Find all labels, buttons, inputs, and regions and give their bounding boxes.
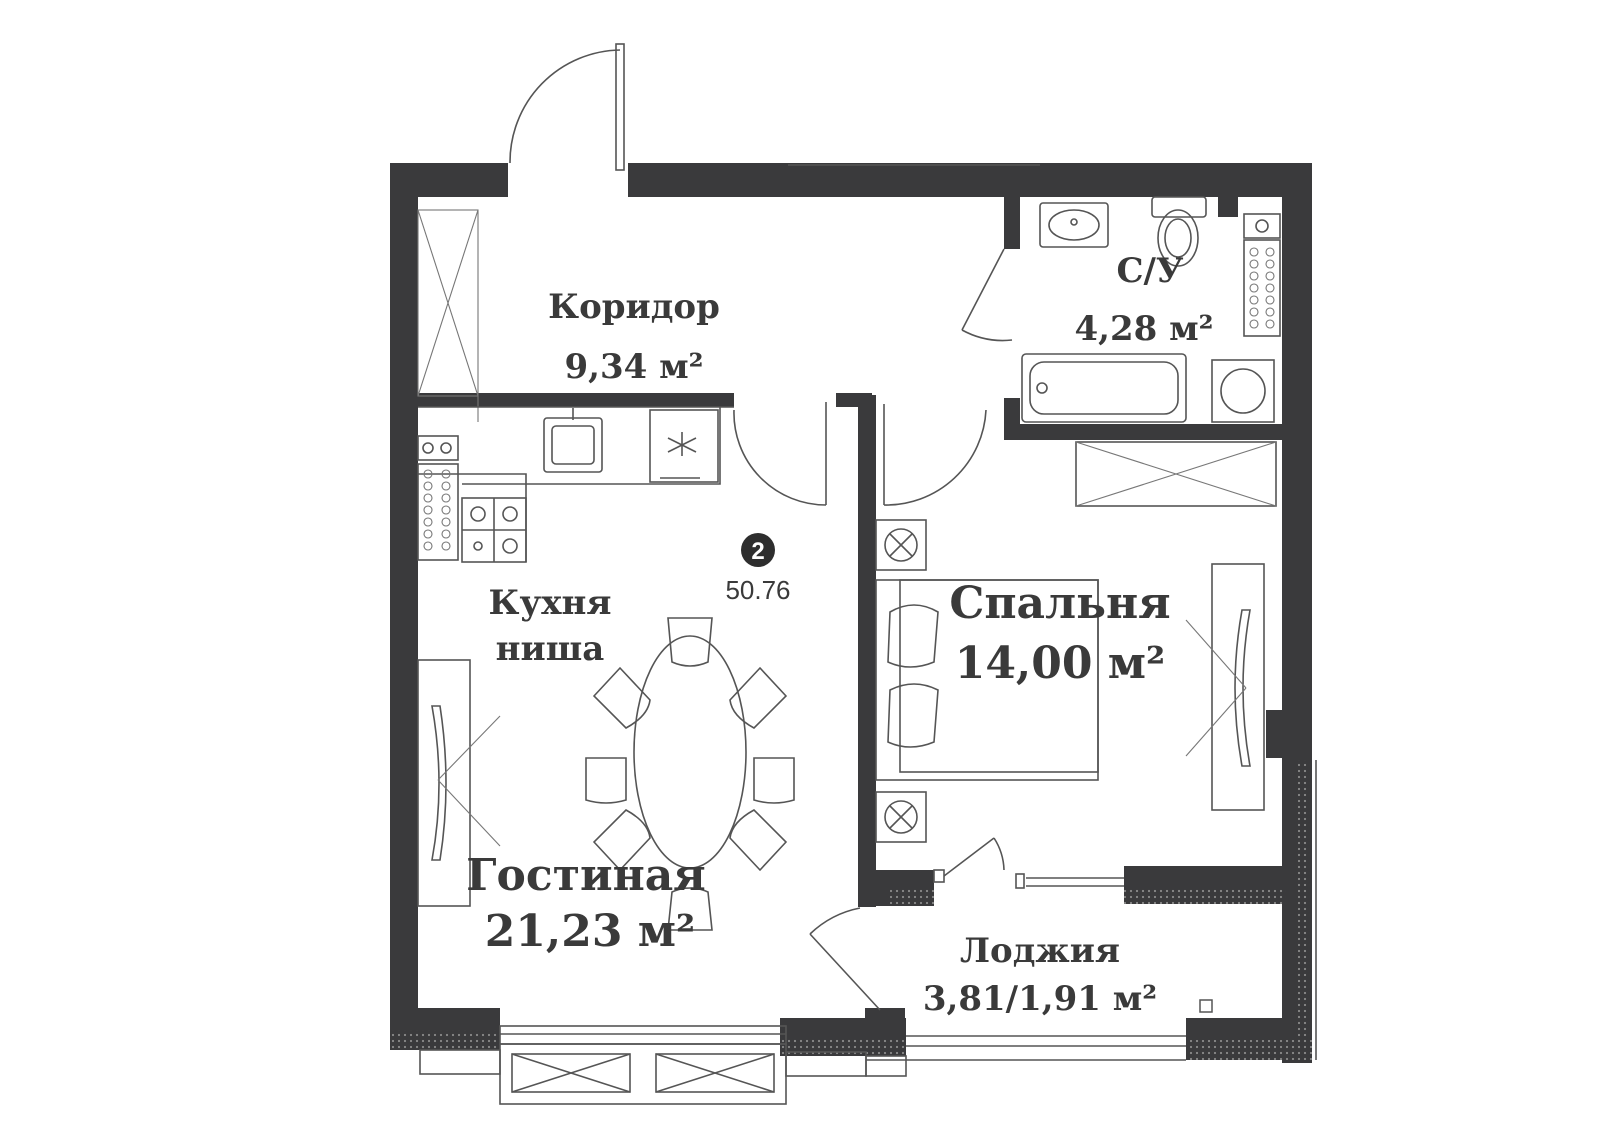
- nightstand-top: [875, 519, 927, 571]
- bathroom-fixtures: [1021, 196, 1281, 423]
- kitchen-name-line1: Кухня: [489, 583, 612, 623]
- top-wall-right: [628, 163, 1312, 197]
- bathroom-wall-right-top: [1218, 197, 1238, 217]
- fridge: [649, 409, 719, 483]
- partition-corridor-kitchen: [418, 393, 734, 407]
- bedroom-name: Спальня: [949, 578, 1170, 629]
- washing-machine: [1211, 359, 1275, 423]
- nightstand-bottom: [875, 791, 927, 843]
- corridor-area: 9,34 м²: [564, 347, 703, 387]
- bathroom-name: С/У: [1116, 251, 1183, 291]
- bedroom-area: 14,00 м²: [955, 638, 1166, 689]
- toilet-tank: [1151, 196, 1207, 218]
- living-name: Гостиная: [466, 850, 706, 901]
- corridor-name: Коридор: [548, 287, 720, 327]
- apartment-area: 50.76: [725, 575, 790, 605]
- bathroom-area: 4,28 м²: [1074, 309, 1213, 349]
- living-area: 21,23 м²: [485, 906, 696, 957]
- bathroom-wall-left-top: [1004, 197, 1020, 249]
- toilet-bowl: [1157, 209, 1199, 267]
- apartment-number: 2: [751, 538, 764, 565]
- loggia-area: 3,81/1,91 м²: [923, 979, 1157, 1019]
- loggia-name: Лоджия: [960, 931, 1120, 971]
- kitchen-fixtures: [417, 406, 734, 563]
- dining-table: [633, 635, 747, 869]
- bathroom-wall-bottom: [1004, 424, 1286, 440]
- sink: [1039, 202, 1109, 248]
- wall-stub-corner: [1199, 999, 1213, 1013]
- windows: [419, 164, 1317, 1105]
- walls: [390, 163, 1312, 1063]
- bedroom-furniture: [875, 441, 1277, 843]
- corridor-wardrobe: [417, 209, 479, 422]
- room-labels: Коридор 9,34 м² С/У 4,28 м² 2 50.76 Кухн…: [466, 251, 1213, 1019]
- right-wall-upper: [1282, 163, 1312, 723]
- living-tv-unit: [417, 659, 501, 907]
- left-wall: [390, 163, 418, 1023]
- partition-living-bedroom: [858, 395, 876, 907]
- apartment-number-badge: [741, 533, 775, 567]
- bottom-wall-loggia-left: [865, 1008, 905, 1026]
- right-wall-notch: [1266, 710, 1296, 758]
- doors: [509, 43, 1124, 1011]
- kitchen-name-line2: ниша: [496, 629, 605, 669]
- dining-set: [585, 617, 795, 931]
- bathtub: [1021, 353, 1187, 423]
